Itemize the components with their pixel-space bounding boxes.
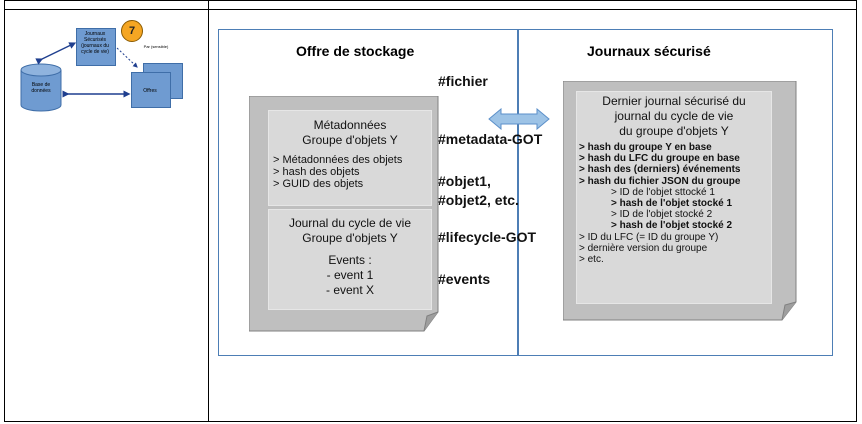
journal-line: > hash du groupe Y en base <box>579 142 712 153</box>
hash-objet1-label: #objet1, <box>438 173 491 189</box>
journal-line: > hash du LFC du groupe en base <box>579 153 740 165</box>
journal-line: > hash de l'objet stocké 1 <box>611 198 733 210</box>
journal-box-title-line-2: journal du cycle de vie <box>614 109 734 123</box>
thumb-par-label: Par (sensible) <box>143 44 169 49</box>
table-column-divider <box>208 0 209 422</box>
journal-line: > hash des (derniers) événements <box>579 164 741 176</box>
table-border-left <box>4 0 5 422</box>
thumb-base-label: Base de données <box>31 82 51 94</box>
thumb-offres-label: Offres <box>143 88 157 94</box>
event-item: - event 1 <box>326 268 374 282</box>
events-title: Events : <box>328 253 372 267</box>
hash-events-label: #events <box>438 271 491 287</box>
thumb-journaux-box <box>76 28 116 66</box>
table-border-bottom <box>4 421 857 422</box>
metadata-item: > hash des objets <box>273 166 360 178</box>
metadata-item: > GUID des objets <box>273 178 364 190</box>
storage-offer-title: Offre de stockage <box>296 43 415 59</box>
journal-title-line-2: Groupe d'objets Y <box>302 231 398 245</box>
metadata-title-line-2: Groupe d'objets Y <box>302 133 398 147</box>
storage-offer-frame <box>218 29 519 356</box>
metadata-item: > Métadonnées des objets <box>273 154 403 166</box>
metadata-title-line-1: Métadonnées <box>313 118 387 132</box>
journal-line: > dernière version du groupe <box>579 242 708 254</box>
hash-objet2-label: #objet2, etc. <box>438 192 519 208</box>
secure-journal-title: Journaux sécurisé <box>587 43 711 59</box>
metadata-box: Métadonnées Groupe d'objets Y > Métadonn… <box>268 110 432 206</box>
journal-line: > etc. <box>579 254 604 266</box>
journal-line: > hash du fichier JSON du groupe <box>579 175 741 187</box>
hash-lifecycle-label: #lifecycle-GOT <box>438 229 537 245</box>
bidirectional-arrow-icon <box>488 108 550 130</box>
thumb-journaux-label: Journaux Sécurisés (journaux du cycle de… <box>81 31 109 55</box>
secure-journal-frame <box>517 29 833 356</box>
table-border-right <box>856 0 857 422</box>
journal-title-line-1: Journal du cycle de vie <box>288 216 412 230</box>
journal-line: > ID de l'objet stocké 2 <box>611 209 713 221</box>
step-number-badge: 7 <box>121 20 143 42</box>
thumb-offre-front <box>131 72 171 108</box>
journal-line: > ID du LFC (= ID du groupe Y) <box>579 231 719 243</box>
event-item: - event X <box>325 283 375 297</box>
journal-line: > hash de l'objet stocké 2 <box>611 220 733 232</box>
table-border-top <box>4 0 857 1</box>
hash-metadata-label: #metadata-GOT <box>438 131 543 147</box>
journal-line: > ID de l'objet sttocké 1 <box>611 186 715 198</box>
table-row-divider <box>4 9 857 10</box>
thumb-arrows <box>35 42 138 98</box>
journal-box-title-line-1: Dernier journal sécurisé du <box>602 94 746 108</box>
secure-journal-box: Dernier journal sécurisé du journal du c… <box>576 91 772 304</box>
hash-fichier-label: #fichier <box>438 73 488 89</box>
thumb-database-icon <box>20 63 62 112</box>
lifecycle-journal-box: Journal du cycle de vie Groupe d'objets … <box>268 209 432 310</box>
journal-box-title-line-3: du groupe d'objets Y <box>619 124 729 138</box>
